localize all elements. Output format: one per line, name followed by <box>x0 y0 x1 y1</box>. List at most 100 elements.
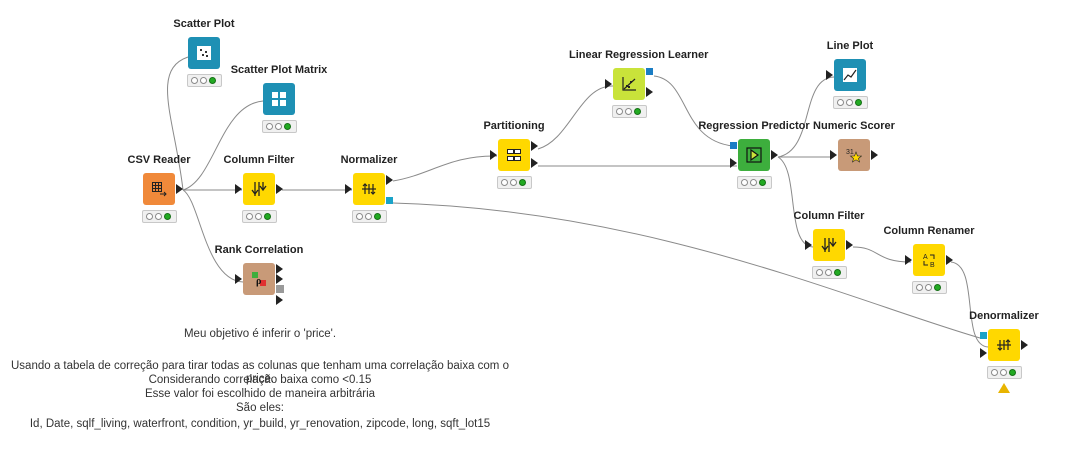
line-plot-icon[interactable] <box>826 59 866 91</box>
input-port[interactable] <box>730 158 737 168</box>
node-title: CSV Reader <box>127 154 191 166</box>
node-column-filter[interactable]: Column Filter <box>769 209 889 279</box>
output-port[interactable] <box>646 87 653 97</box>
csv-reader-icon[interactable] <box>143 173 183 205</box>
node-status <box>496 176 532 189</box>
node-title: Line Plot <box>826 40 874 52</box>
node-regression-predictor[interactable]: Regression Predictor <box>694 119 814 189</box>
node-title: Rank Correlation <box>214 244 304 256</box>
node-denormalizer[interactable]: Denormalizer <box>944 309 1064 393</box>
denormalizer-icon[interactable] <box>980 329 1028 361</box>
input-port[interactable] <box>830 150 837 160</box>
node-status <box>911 281 947 294</box>
connection-partition-learner <box>537 85 614 150</box>
output-port[interactable] <box>531 141 538 151</box>
connection-learner-predictor <box>653 75 734 147</box>
node-title: Denormalizer <box>969 310 1039 322</box>
partitioning-icon[interactable] <box>490 139 538 171</box>
node-rank-correlation[interactable]: Rank Correlation ρ <box>199 243 319 305</box>
node-csv-reader[interactable]: CSV Reader <box>99 153 219 223</box>
output-port[interactable] <box>386 175 393 185</box>
svg-text:A: A <box>923 254 928 261</box>
node-scatter-plot-matrix[interactable]: Scatter Plot Matrix <box>219 63 339 133</box>
predictor-icon[interactable] <box>730 139 778 171</box>
scatter-plot-icon[interactable] <box>188 37 220 69</box>
input-port[interactable] <box>805 240 812 250</box>
output-port[interactable] <box>276 264 283 274</box>
node-status <box>351 210 387 223</box>
node-normalizer[interactable]: Normalizer <box>309 153 429 223</box>
connection-renamer-denorm <box>950 261 989 348</box>
node-scatter-plot[interactable]: Scatter Plot <box>144 17 264 87</box>
output-port[interactable] <box>276 295 283 305</box>
node-numeric-scorer[interactable]: Numeric Scorer 31 <box>794 119 914 171</box>
input-port[interactable] <box>980 348 987 358</box>
model-output-port[interactable] <box>646 68 653 75</box>
warning-icon[interactable] <box>998 383 1010 393</box>
output-port[interactable] <box>276 184 283 194</box>
column-filter-icon[interactable] <box>805 229 853 261</box>
connection-csv-scatterplot <box>167 56 189 191</box>
node-status <box>811 266 847 279</box>
svg-text:ρ: ρ <box>256 276 261 287</box>
output-port[interactable] <box>846 240 853 250</box>
output-port[interactable] <box>176 184 183 194</box>
node-partitioning[interactable]: Partitioning <box>454 119 574 189</box>
input-port[interactable] <box>235 274 242 284</box>
node-title: Linear Regression Learner <box>569 49 709 61</box>
connection-csv-matrix <box>182 100 264 191</box>
node-title: Column Filter <box>793 210 865 222</box>
connection-filter-renamer <box>852 246 912 263</box>
column-filter-icon[interactable] <box>235 173 283 205</box>
node-title: Partitioning <box>483 120 545 132</box>
node-title: Regression Predictor <box>698 120 810 132</box>
node-status <box>186 74 222 87</box>
node-title: Scatter Plot <box>173 18 235 30</box>
node-status <box>241 210 277 223</box>
node-linear-regression-learner[interactable]: Linear Regression Learner <box>569 48 709 118</box>
workflow-annotation-line: Considerando correlação baixa como <0.15 <box>148 374 372 386</box>
node-status <box>141 210 177 223</box>
output-port[interactable] <box>946 255 953 265</box>
input-port[interactable] <box>345 184 352 194</box>
output-port[interactable] <box>531 158 538 168</box>
node-column-filter[interactable]: Column Filter <box>199 153 319 223</box>
node-title: Numeric Scorer <box>813 120 895 132</box>
node-status <box>611 105 647 118</box>
workflow-annotation-columns: Id, Date, sqlf_living, waterfront, condi… <box>29 418 491 430</box>
input-port[interactable] <box>905 255 912 265</box>
node-line-plot[interactable]: Line Plot <box>790 39 910 109</box>
connection-predictor-lineplot <box>777 76 835 158</box>
scatter-matrix-icon[interactable] <box>263 83 295 115</box>
node-title: Column Renamer <box>883 225 975 237</box>
input-port[interactable] <box>826 70 833 80</box>
connection-normalizer-denorm <box>392 202 981 339</box>
connection-csv-rankcorr <box>182 189 244 283</box>
node-status <box>832 96 868 109</box>
node-title: Scatter Plot Matrix <box>230 64 328 76</box>
output-port[interactable] <box>1021 340 1028 350</box>
model-input-port[interactable] <box>730 142 737 149</box>
workflow-annotation-line: Usando a tabela de correção para tirar t… <box>11 360 509 385</box>
input-port[interactable] <box>235 184 242 194</box>
model-output-port[interactable] <box>386 197 393 204</box>
rank-correlation-icon[interactable]: ρ <box>235 263 284 305</box>
input-port[interactable] <box>490 150 497 160</box>
node-title: Normalizer <box>340 154 398 166</box>
regression-learner-icon[interactable] <box>605 68 653 100</box>
output-port[interactable] <box>771 150 778 160</box>
workflow-annotation-goal: Meu objetivo é inferir o 'price'. <box>183 328 337 340</box>
input-port[interactable] <box>605 79 612 89</box>
workflow-annotation-line: Esse valor foi escolhido de maneira arbi… <box>144 388 376 400</box>
model-input-port[interactable] <box>980 332 987 339</box>
output-port[interactable] <box>276 285 284 293</box>
node-status <box>261 120 297 133</box>
normalizer-icon[interactable] <box>345 173 393 205</box>
scorer-icon[interactable]: 31 <box>830 139 878 171</box>
output-port[interactable] <box>276 274 283 284</box>
node-title: Column Filter <box>223 154 295 166</box>
output-port[interactable] <box>871 150 878 160</box>
